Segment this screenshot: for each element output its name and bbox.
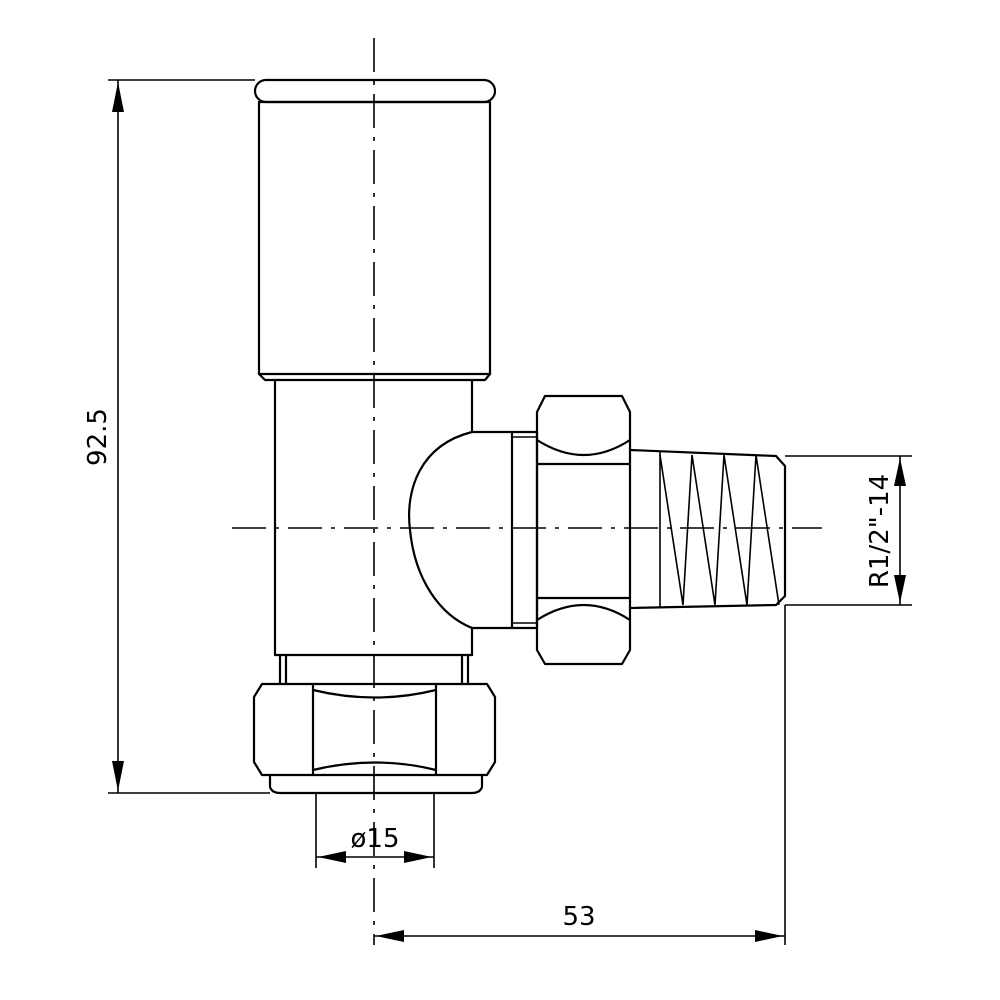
diameter-dimension: ø15 [315, 793, 435, 868]
height-dimension-label: 92.5 [83, 408, 113, 466]
bottom-hex-nut [252, 682, 497, 795]
diameter-dimension-label: ø15 [351, 824, 400, 854]
valve-outlet-dome [408, 430, 539, 630]
side-hex-nut [535, 394, 632, 666]
center-lines [232, 38, 822, 945]
valve-head [253, 78, 497, 382]
thread-dimension-label: R1/2"-14 [865, 474, 895, 588]
offset-dimension: 53 [374, 605, 786, 945]
threaded-tail [628, 448, 787, 610]
thread-dimension: R1/2"-14 [785, 455, 912, 606]
height-dimension: 92.5 [83, 79, 270, 794]
offset-dimension-label: 53 [562, 902, 595, 932]
